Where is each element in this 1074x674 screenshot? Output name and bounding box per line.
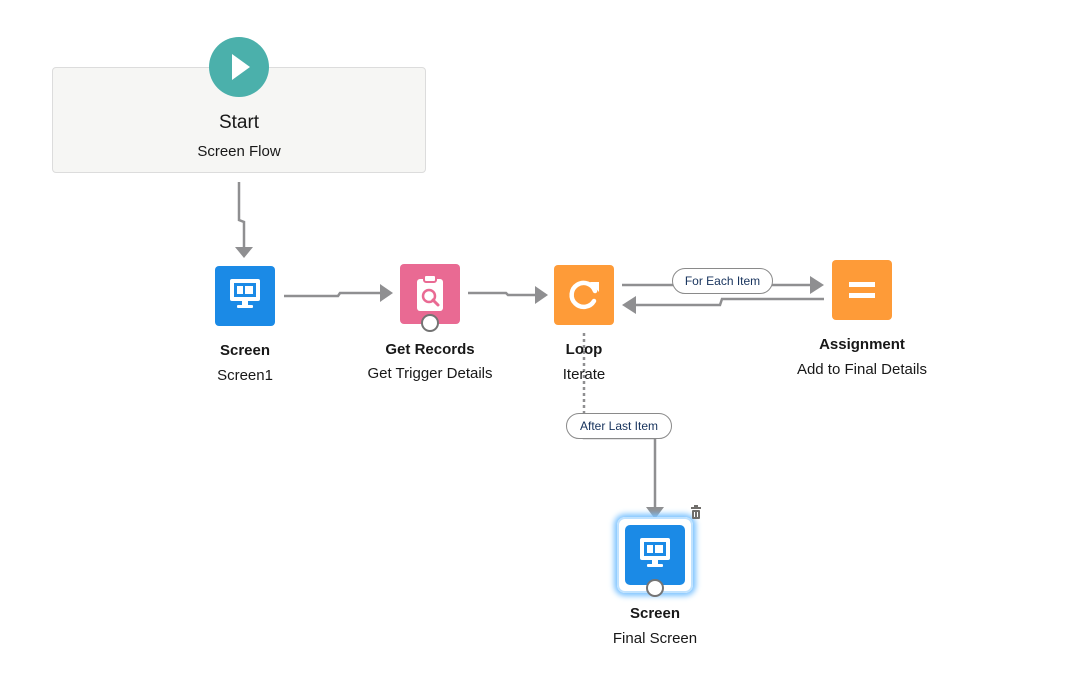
connector-start-to-screen xyxy=(237,182,246,250)
start-element-button[interactable] xyxy=(209,37,269,97)
get-records-node[interactable] xyxy=(400,264,460,324)
get-records-icon xyxy=(417,274,443,311)
assignment-icon xyxy=(849,282,875,298)
connector-loop-back xyxy=(634,297,824,307)
final-screen-type-label: Screen xyxy=(629,605,681,622)
assignment-node[interactable] xyxy=(832,260,892,320)
start-title: Start xyxy=(218,112,260,133)
get-records-name-label: Get Trigger Details xyxy=(367,365,493,382)
screen1-node[interactable] xyxy=(215,266,275,326)
final-screen-connector-handle[interactable] xyxy=(646,579,664,597)
trash-icon[interactable] xyxy=(688,504,704,520)
connector-get-records-to-loop xyxy=(468,291,536,297)
get-records-connector-handle[interactable] xyxy=(421,314,439,332)
final-screen-name-label: Final Screen xyxy=(612,630,698,647)
loop-name-label: Iterate xyxy=(562,366,606,383)
screen-icon xyxy=(640,538,670,567)
after-last-item-pill[interactable]: After Last Item xyxy=(566,413,672,439)
final-screen-node[interactable] xyxy=(625,525,685,585)
screen1-type-label: Screen xyxy=(219,342,271,359)
assignment-name-label: Add to Final Details xyxy=(796,361,928,378)
connector-screen-to-get-records xyxy=(284,291,382,298)
loop-type-label: Loop xyxy=(565,341,603,358)
start-subtitle: Screen Flow xyxy=(197,143,281,160)
screen-icon xyxy=(230,279,260,308)
for-each-item-pill[interactable]: For Each Item xyxy=(672,268,773,294)
assignment-type-label: Assignment xyxy=(819,336,905,353)
loop-node[interactable] xyxy=(554,265,614,325)
screen1-name-label: Screen1 xyxy=(217,367,273,384)
loop-icon xyxy=(569,280,599,310)
play-icon xyxy=(232,54,250,80)
get-records-type-label: Get Records xyxy=(385,341,475,358)
